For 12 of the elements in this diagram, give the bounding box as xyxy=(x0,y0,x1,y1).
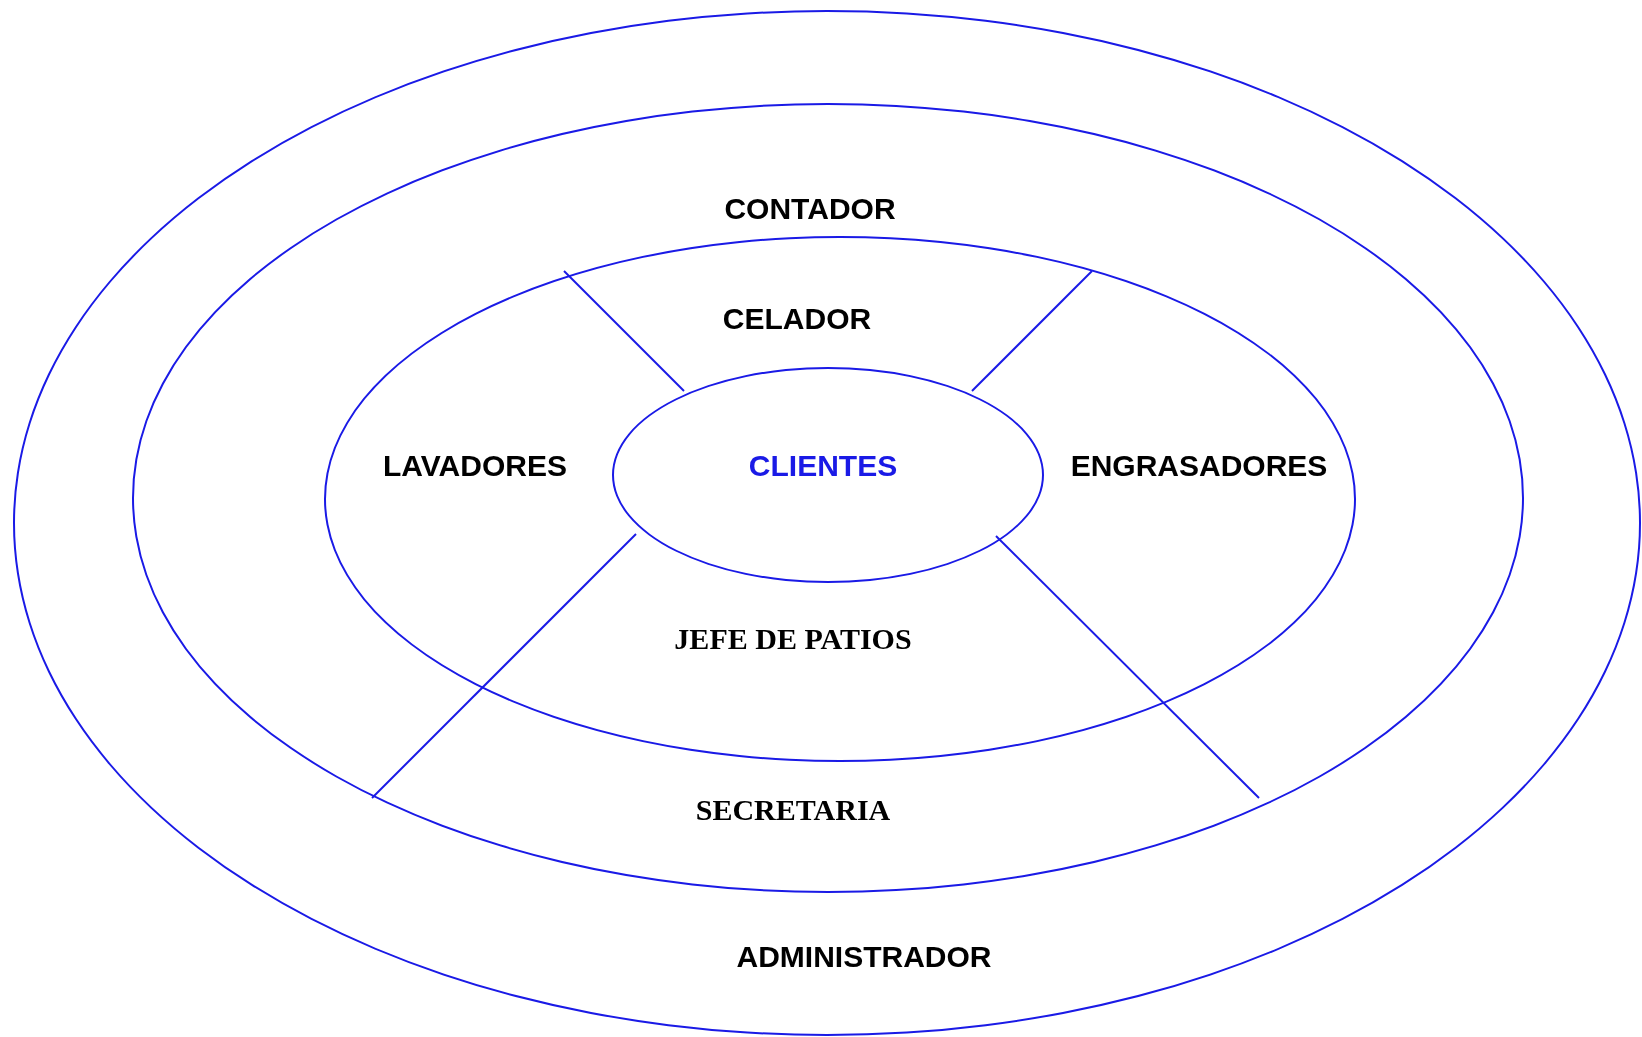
ring-label: ADMINISTRADOR xyxy=(736,939,992,973)
ring-label: JEFE DE PATIOS xyxy=(674,621,912,655)
ring-label: CELADOR xyxy=(722,301,872,335)
ring-label: CONTADOR xyxy=(724,191,896,225)
ellipse-ring xyxy=(13,10,1641,1036)
ring-label: LAVADORES xyxy=(383,448,567,482)
ellipse-ring xyxy=(132,103,1524,893)
ellipse-ring xyxy=(612,367,1044,583)
ellipse-ring xyxy=(324,236,1356,762)
ring-label: CLIENTES xyxy=(748,448,898,482)
ring-label: SECRETARIA xyxy=(695,792,891,826)
ring-label: ENGRASADORES xyxy=(1070,448,1328,482)
